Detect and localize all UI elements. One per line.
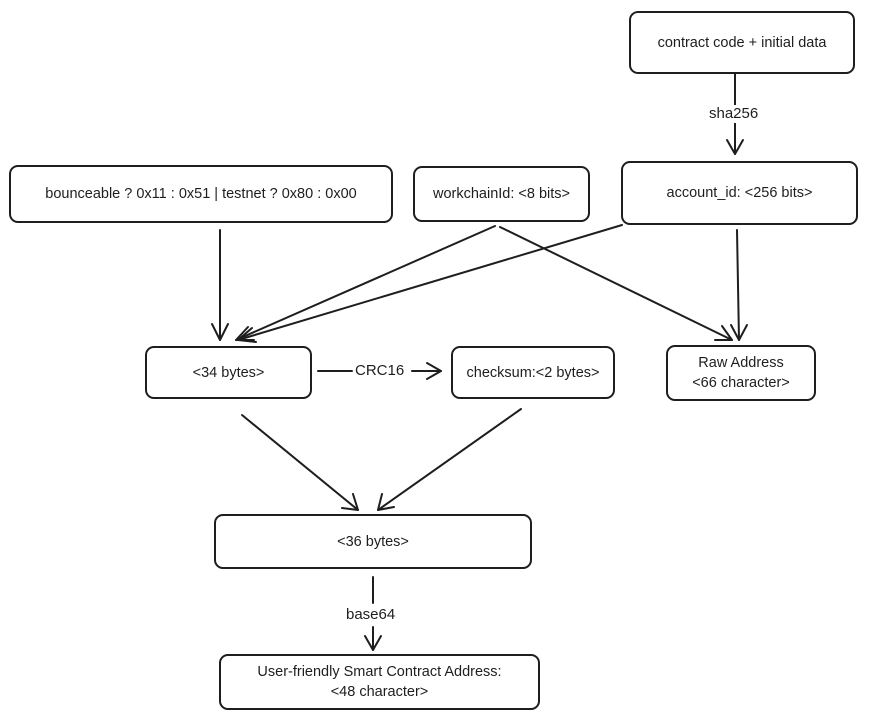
raw-address-label-line1: Raw Address xyxy=(698,355,784,371)
flags-node: bounceable ? 0x11 : 0x51 | testnet ? 0x8… xyxy=(9,165,393,223)
account-id-node: account_id: <256 bits> xyxy=(621,161,858,225)
user-friendly-label-line1: User-friendly Smart Contract Address: xyxy=(257,664,502,680)
bytes36-node: <36 bytes> xyxy=(214,514,532,569)
edge-34bytes-to-36bytes-arrow xyxy=(241,414,359,511)
edge-account-to-34bytes-arrow xyxy=(237,224,623,343)
bytes36-label: <36 bytes> xyxy=(337,533,409,550)
user-friendly-label-line2: <48 character> xyxy=(330,684,429,700)
edge-account-to-raw-address-arrow xyxy=(730,229,748,341)
checksum-node: checksum:<2 bytes> xyxy=(451,346,615,399)
edge-checksum-to-36bytes-arrow xyxy=(377,408,522,511)
contract-code-node: contract code + initial data xyxy=(629,11,855,74)
base64-label: base64 xyxy=(345,606,397,624)
edge-workchain-to-raw-address-arrow xyxy=(499,226,733,341)
raw-address-label-line2: <66 character> xyxy=(692,375,790,391)
raw-address-node: Raw Address <66 character> xyxy=(666,345,816,401)
crc16-label: CRC16 xyxy=(354,362,406,380)
flags-label: bounceable ? 0x11 : 0x51 | testnet ? 0x8… xyxy=(45,186,357,202)
account-id-label: account_id: <256 bits> xyxy=(666,185,813,201)
user-friendly-address-node: User-friendly Smart Contract Address: <4… xyxy=(219,654,540,710)
contract-code-label: contract code + initial data xyxy=(657,34,827,51)
edge-flags-to-34bytes-arrow xyxy=(211,229,229,341)
workchain-node: workchainId: <8 bits> xyxy=(413,166,590,222)
sha256-label: sha256 xyxy=(708,105,760,123)
bytes34-label: <34 bytes> xyxy=(192,364,265,381)
bytes34-node: <34 bytes> xyxy=(145,346,312,399)
checksum-label: checksum:<2 bytes> xyxy=(466,364,600,381)
workchain-label: workchainId: <8 bits> xyxy=(432,186,571,202)
edge-workchain-to-34bytes-arrow xyxy=(235,225,496,341)
